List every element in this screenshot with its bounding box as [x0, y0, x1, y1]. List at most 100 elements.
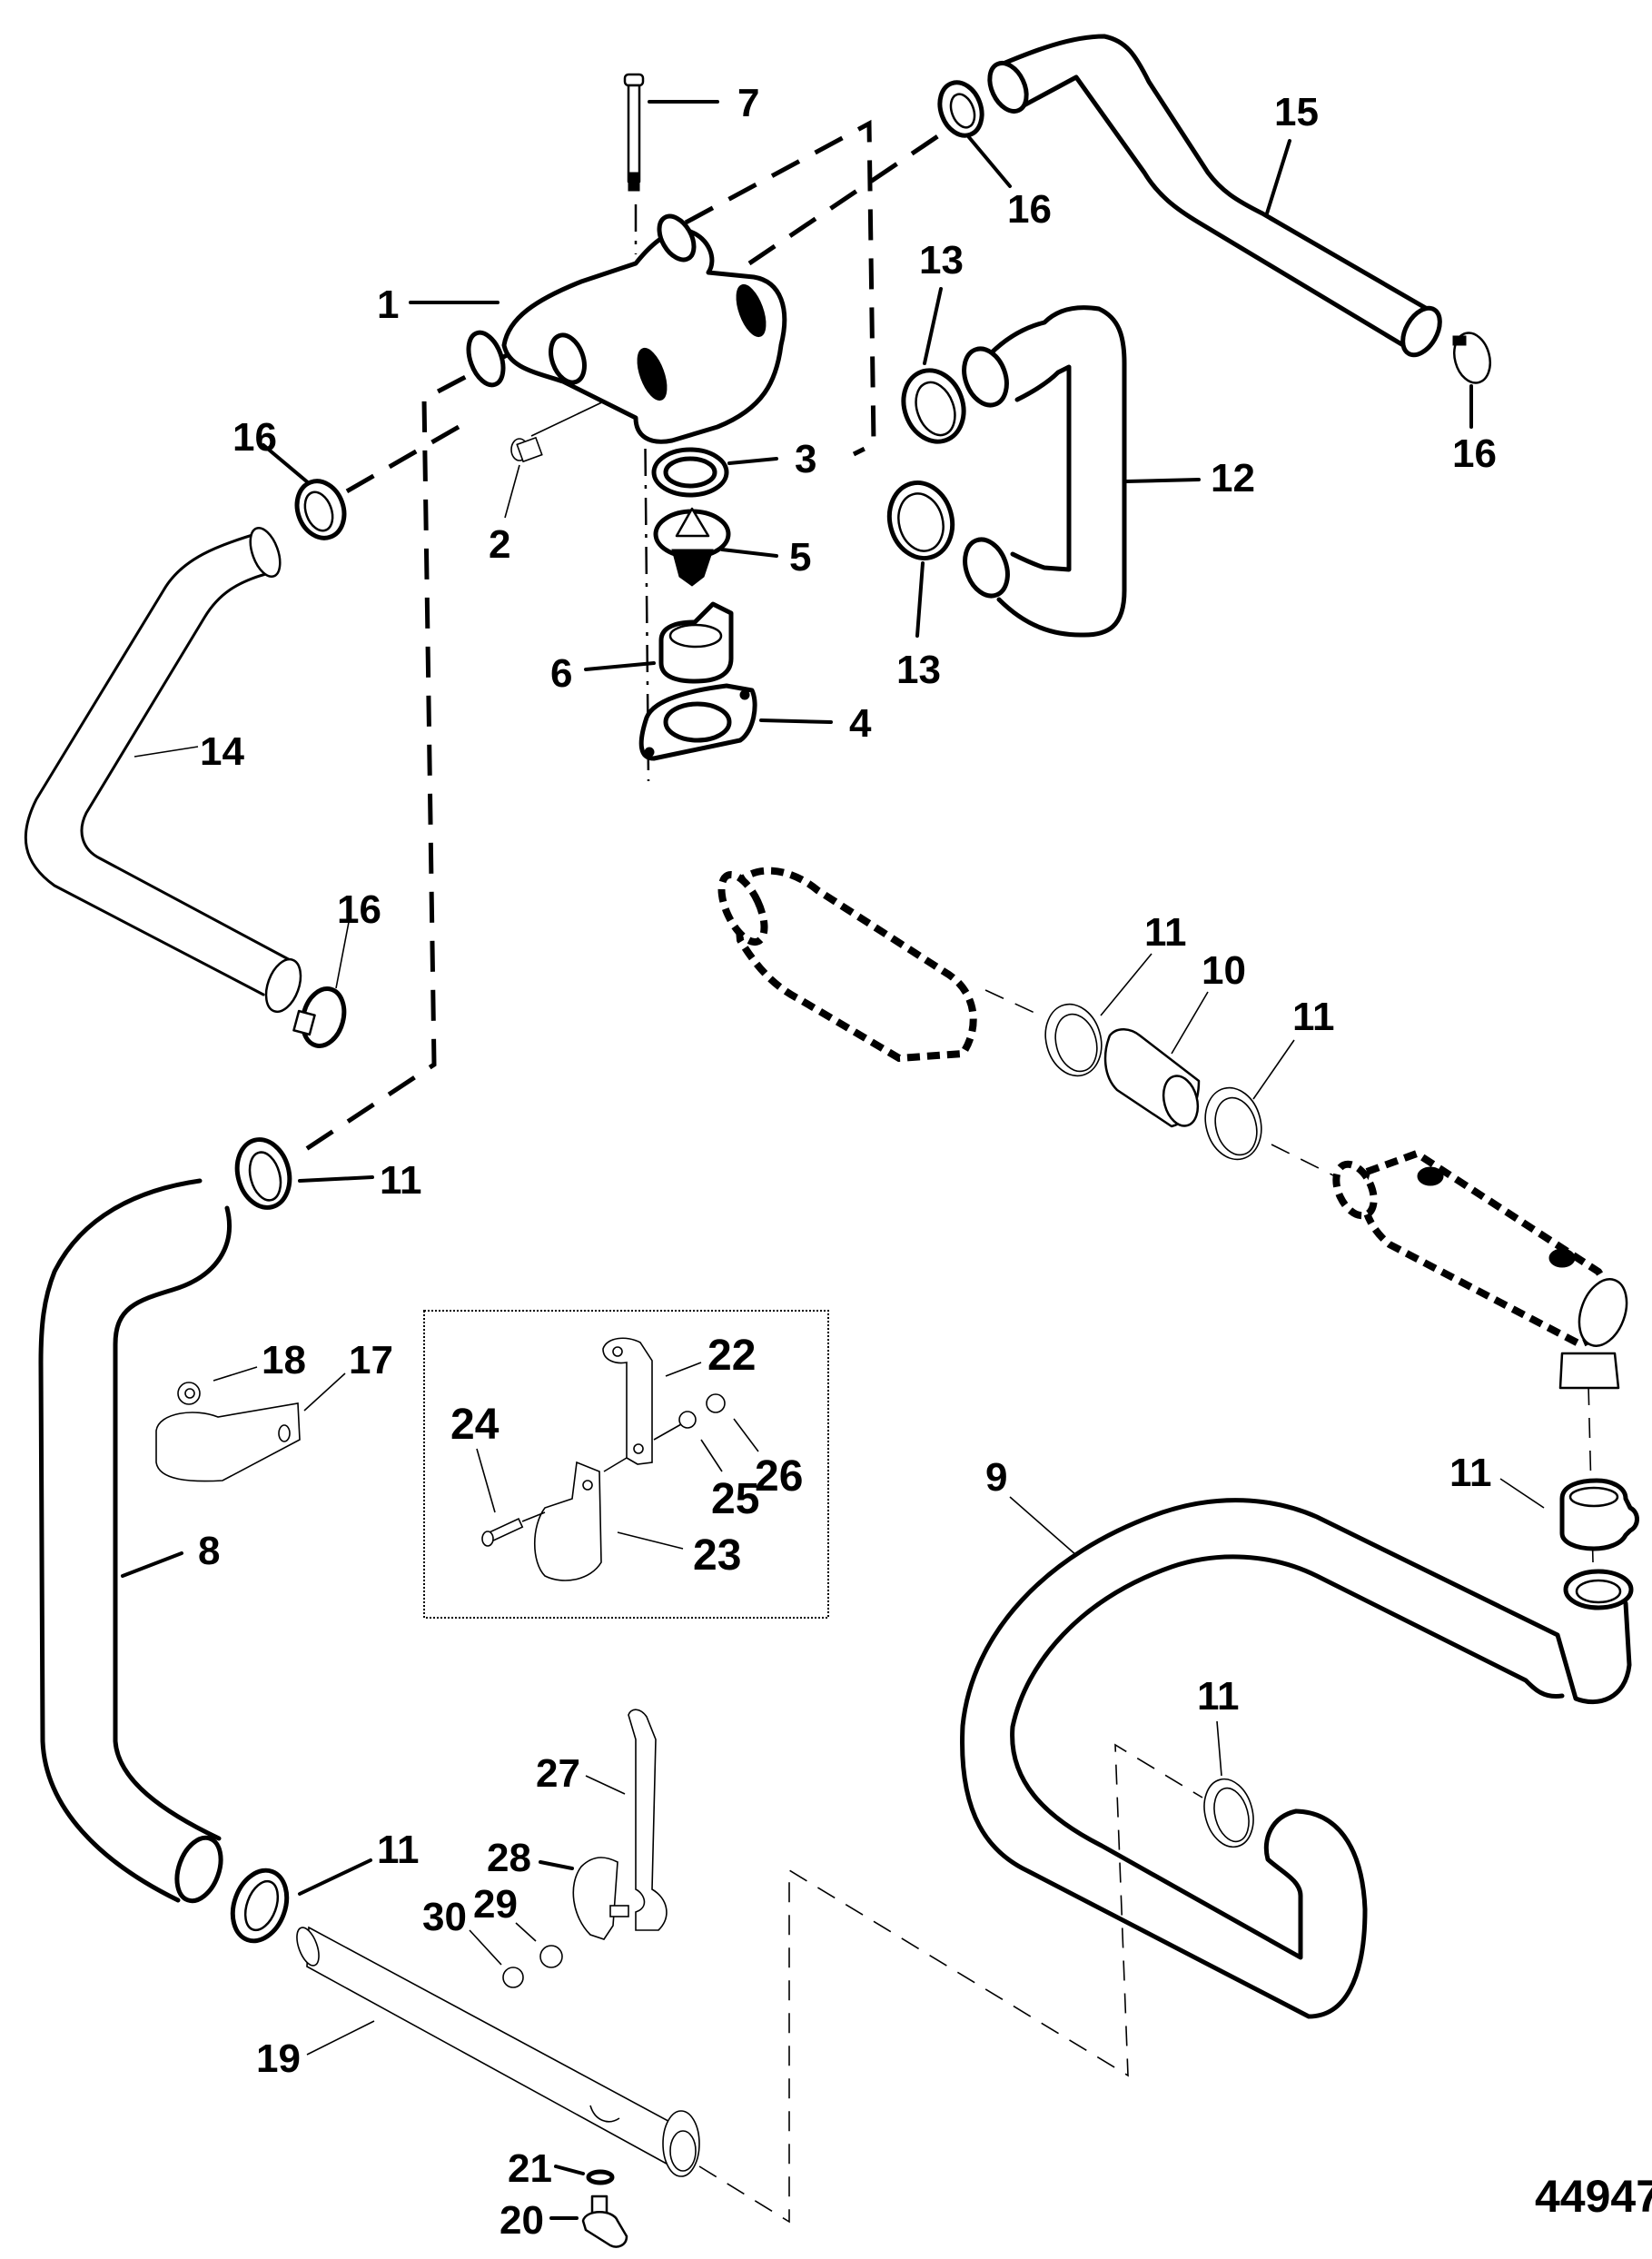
- bracket-27[interactable]: [628, 1709, 668, 1931]
- callout-16-left: 16: [232, 415, 277, 460]
- clamp-13-bottom[interactable]: [881, 476, 960, 566]
- clamp-16-lower-left-screw: [292, 1009, 316, 1036]
- sleeve-6[interactable]: [658, 601, 734, 684]
- inset-guide-washer: [653, 1423, 682, 1441]
- thermostat-housing[interactable]: [462, 210, 787, 444]
- leader-11-left-bottom: [298, 1858, 372, 1896]
- clamp-11-b[interactable]: [1198, 1082, 1270, 1166]
- clamp-16-top[interactable]: [933, 76, 989, 141]
- hose-12-bottom-opening: [963, 537, 1010, 599]
- clamp-16-left[interactable]: [290, 474, 352, 544]
- callout-14: 14: [200, 729, 244, 774]
- thermostat-5-bulb: [671, 549, 714, 587]
- washer-25[interactable]: [678, 1411, 697, 1429]
- bracket-22-hole-bottom: [633, 1443, 644, 1454]
- clamp-11-cooler[interactable]: [1559, 1478, 1639, 1551]
- leader-30: [469, 1929, 502, 1966]
- pipe-19[interactable]: [292, 1925, 700, 2177]
- clamp-16-right[interactable]: [1449, 329, 1495, 387]
- bracket-22[interactable]: [602, 1337, 653, 1465]
- clip-17-band: [155, 1402, 301, 1482]
- gasket-3[interactable]: [651, 447, 729, 498]
- hose-8[interactable]: [38, 1178, 232, 1907]
- washer-25-body: [678, 1411, 697, 1429]
- hose-8-outline: [38, 1178, 232, 1903]
- gasket-3-inner: [663, 456, 717, 489]
- callout-7: 7: [737, 81, 759, 125]
- nut-18[interactable]: [177, 1382, 201, 1405]
- diagram-id: 44947: [1535, 2171, 1652, 2222]
- hose-12[interactable]: [956, 305, 1127, 638]
- callout-28: 28: [487, 1836, 531, 1880]
- clamp-23[interactable]: [533, 1461, 602, 1581]
- bolt-7-shank: [627, 84, 641, 183]
- clamp-16-lower-left[interactable]: [292, 984, 350, 1050]
- pipe-19-boss: [589, 2105, 620, 2123]
- o-ring-21-body: [586, 2169, 615, 2185]
- callout-20: 20: [500, 2198, 544, 2243]
- hose-12-top-opening: [962, 346, 1009, 408]
- guide-line-cooler-axis: [984, 989, 1045, 1018]
- washer-29[interactable]: [539, 1945, 563, 1968]
- leader-16-top: [966, 134, 1012, 188]
- clamp-11-a[interactable]: [1038, 998, 1110, 1083]
- gasket-4-hole: [663, 701, 732, 743]
- callout-2: 2: [489, 522, 510, 567]
- heat-exchanger-end-cap: [1578, 1278, 1628, 1347]
- heat-exchanger-port-mid: [1548, 1248, 1576, 1268]
- clamp-11-left-top[interactable]: [230, 1134, 297, 1214]
- hose-14[interactable]: [24, 524, 307, 1016]
- sleeve-6-top: [668, 623, 723, 649]
- leader-16-left: [262, 443, 311, 485]
- leader-6: [584, 661, 656, 671]
- leader-5: [720, 548, 778, 558]
- hose-9-top-opening-inner: [1575, 1579, 1622, 1604]
- clamp-11-hose9[interactable]: [1197, 1774, 1261, 1853]
- clamp-11-a-inner: [1054, 1013, 1098, 1073]
- callout-15: 15: [1274, 90, 1319, 134]
- leader-10: [1171, 991, 1209, 1055]
- leader-9: [1009, 1496, 1077, 1556]
- clamp-28-screw: [609, 1905, 629, 1917]
- nut-30[interactable]: [502, 1967, 524, 1988]
- callout-23: 23: [693, 1531, 741, 1580]
- guide-line-pipe19-to-hose9: [698, 1743, 1203, 2224]
- bolt-7-head: [623, 73, 645, 87]
- leader-29: [515, 1922, 537, 1942]
- plug-2[interactable]: [510, 436, 543, 463]
- callout-27: 27: [536, 1751, 580, 1796]
- o-ring-21[interactable]: [586, 2169, 615, 2185]
- leader-2: [504, 464, 520, 519]
- leader-26: [733, 1418, 759, 1452]
- thermostat-housing-port-lower: [637, 347, 668, 401]
- callout-25: 25: [711, 1475, 759, 1523]
- reference-component-body: [731, 867, 977, 1063]
- clip-17[interactable]: [155, 1402, 301, 1482]
- callout-11-a: 11: [1144, 910, 1187, 955]
- thermostat-5[interactable]: [653, 507, 731, 587]
- hose-15-left-opening: [987, 61, 1029, 114]
- callout-5: 5: [789, 535, 811, 580]
- callout-12: 12: [1211, 456, 1255, 500]
- clamp-11-left-bottom[interactable]: [223, 1863, 296, 1948]
- callout-19: 19: [256, 2036, 301, 2081]
- hose-14-end-opening: [264, 957, 302, 1014]
- fitting-20[interactable]: [581, 2195, 628, 2248]
- heat-exchanger-neck: [1558, 1352, 1620, 1390]
- hose-9[interactable]: [960, 1498, 1634, 2019]
- bolt-24[interactable]: [481, 1517, 524, 1547]
- gasket-4[interactable]: [638, 683, 757, 761]
- callout-3: 3: [795, 437, 816, 481]
- nut-18-hole: [184, 1388, 195, 1399]
- clamp-28[interactable]: [572, 1857, 629, 1940]
- bolt-7[interactable]: [623, 73, 645, 192]
- sleeve-10[interactable]: [1103, 1028, 1203, 1129]
- callout-6: 6: [550, 651, 572, 696]
- nut-26[interactable]: [706, 1393, 726, 1413]
- callout-22: 22: [707, 1332, 756, 1380]
- callout-24: 24: [450, 1401, 500, 1449]
- heat-exchanger[interactable]: [1329, 1149, 1636, 1390]
- leader-14: [134, 746, 199, 758]
- hose-15[interactable]: [983, 34, 1448, 362]
- clamp-13-top[interactable]: [894, 362, 974, 450]
